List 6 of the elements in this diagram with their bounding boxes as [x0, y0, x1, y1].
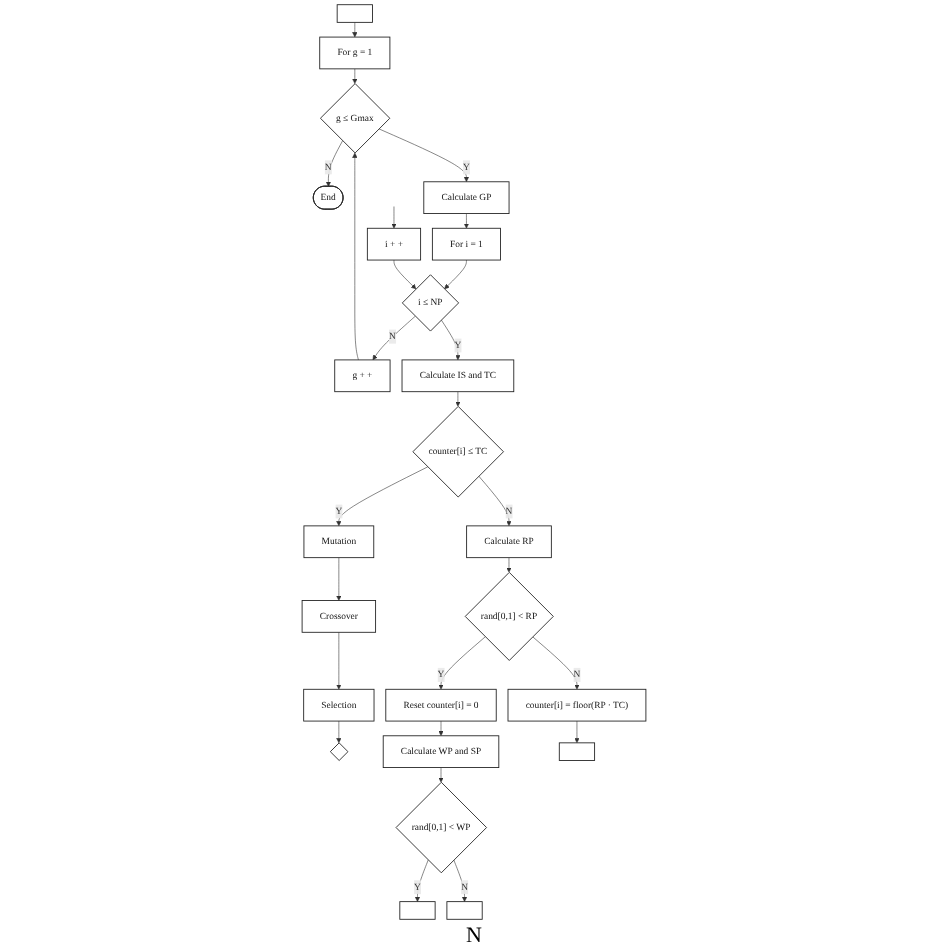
node-box	[336, 4, 373, 23]
branch-label: N	[466, 924, 482, 948]
node-box	[558, 742, 596, 761]
node-box	[399, 901, 436, 920]
node-box	[446, 901, 483, 920]
node-diamond	[329, 742, 349, 761]
